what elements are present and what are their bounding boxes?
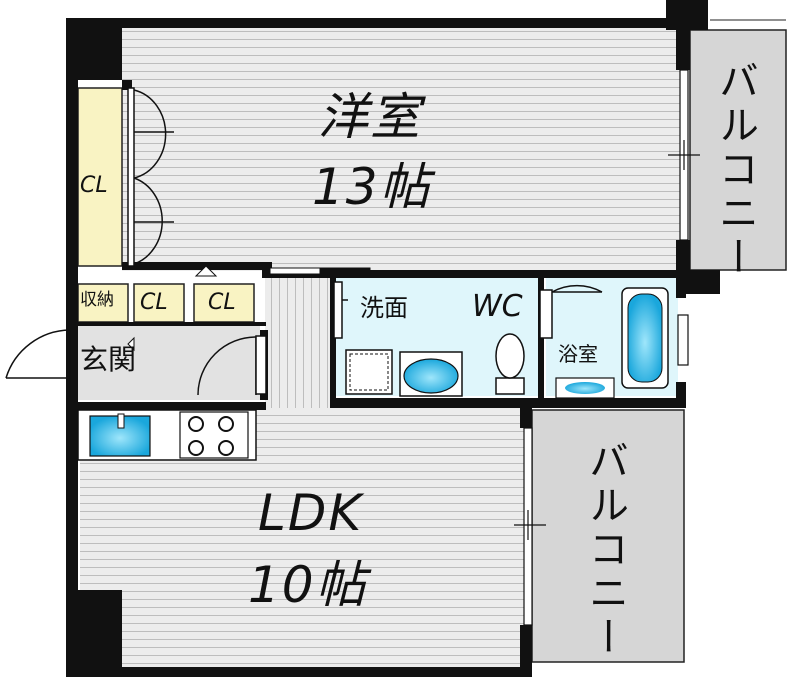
bath-tub — [621, 287, 669, 389]
entrance-door — [5, 329, 71, 398]
hallway-floor — [265, 278, 335, 408]
windows — [269, 69, 700, 626]
entrance-label: 玄関 — [80, 343, 137, 376]
toilet-label: WC — [472, 289, 523, 324]
bathroom-label: 浴室 — [558, 342, 598, 366]
western-room-name: 洋室 — [318, 88, 422, 146]
storage-box — [77, 283, 129, 323]
walls — [66, 0, 720, 677]
closet-doors — [127, 87, 174, 267]
balcony-lower-label: バルコニー — [582, 440, 628, 660]
washroom-label: 洗面 — [360, 294, 408, 322]
entrance-floor — [75, 322, 260, 400]
ldk-size: 10帖 — [248, 556, 368, 614]
storage-label: 収納 — [80, 290, 114, 310]
western-room-floor — [122, 28, 680, 271]
washing-machine — [345, 349, 393, 395]
wash-basin — [399, 351, 463, 397]
closet-small-2-label: CL — [208, 290, 236, 315]
closet-small-1-label: CL — [140, 290, 168, 315]
closet-small-2 — [193, 283, 255, 323]
bath-door — [539, 284, 603, 339]
bath-basin — [555, 377, 615, 399]
closet-main-label: CL — [80, 173, 108, 198]
balcony-lower — [531, 409, 685, 663]
ldk-name: LDK — [258, 484, 364, 542]
toilet — [495, 333, 525, 395]
washroom-door — [333, 281, 348, 339]
balcony-upper-label: バルコニー — [712, 60, 758, 280]
hall-door — [197, 335, 267, 396]
kitchen-counter — [77, 409, 257, 461]
western-room-size: 13帖 — [312, 158, 432, 216]
